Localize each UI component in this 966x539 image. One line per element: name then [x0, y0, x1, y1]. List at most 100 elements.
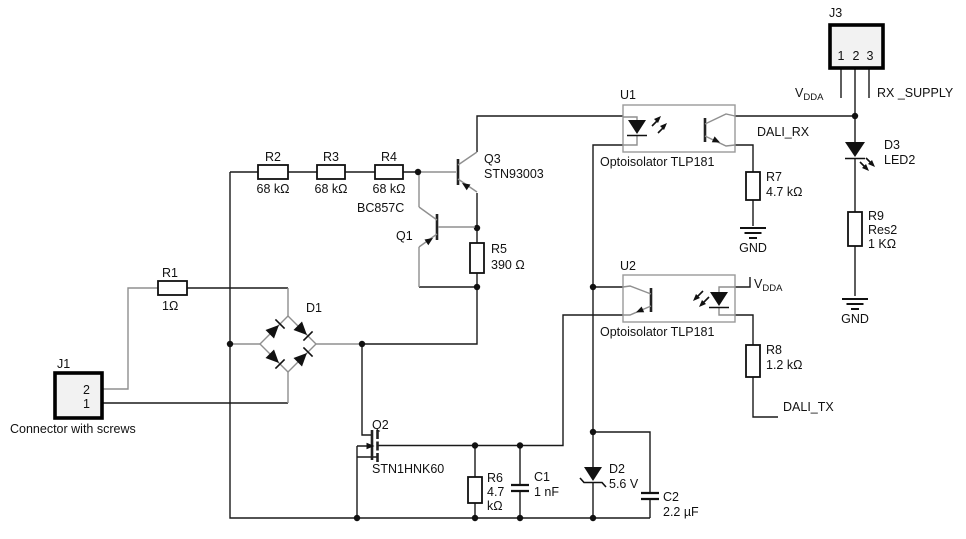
phototransistor-collector: [622, 285, 652, 295]
label-q3-ref: Q3: [484, 152, 501, 166]
transistor-q1: BC857C Q1: [357, 201, 475, 248]
label-r7-value: 4.7 kΩ: [766, 185, 802, 199]
label-q1-part: BC857C: [357, 201, 404, 215]
led-leads: [623, 116, 638, 146]
resistor-body: [157, 280, 188, 296]
label-d2-value: 5.6 V: [609, 477, 639, 491]
zener-cathode-bar: [579, 477, 607, 488]
wire: [593, 431, 651, 518]
label-rx-supply: RX _SUPPLY: [877, 86, 954, 100]
resistor-body: [745, 171, 761, 201]
vdda-sub: DDA: [762, 283, 783, 294]
wire: [735, 314, 778, 418]
label-u2-part: Optoisolator TLP181: [600, 325, 714, 339]
opto-body: [622, 274, 736, 323]
junction-dot: [471, 514, 479, 522]
optoisolator-u2: U2 Optoisolator TLP181: [600, 259, 736, 339]
net-labels: VDDA RX _SUPPLY DALI_RX VDDA DALI_TX: [754, 86, 954, 414]
collector-lead: [418, 206, 438, 221]
resistor-r6: R6 4.7 kΩ: [467, 471, 504, 513]
connector-body: [53, 371, 104, 420]
label-u1-part: Optoisolator TLP181: [600, 155, 714, 169]
emitter-arrow: [462, 183, 471, 191]
label-c2-value: 2.2 µF: [663, 505, 699, 519]
resistor-body: [745, 344, 761, 378]
label-r3-value: 68 kΩ: [315, 182, 348, 196]
gnd-bars: [740, 227, 766, 239]
connector-j3: J3 1 2 3: [828, 6, 885, 70]
vdda-main: V: [754, 277, 763, 291]
bridge-rectifier-d1: D1: [259, 301, 322, 373]
wire: [735, 144, 754, 226]
label-q3-part: STN93003: [484, 167, 544, 181]
label-r7-ref: R7: [766, 170, 782, 184]
label-r9-value: Res2: [868, 223, 897, 237]
label-vdda-top: VDDA: [795, 86, 824, 103]
label-q1-ref: Q1: [396, 229, 413, 243]
emitter-arrow: [636, 306, 645, 313]
label-d1-ref: D1: [306, 301, 322, 315]
vdda-sub: DDA: [803, 92, 824, 103]
mosfet-q2: Q2 STN1HNK60: [366, 418, 444, 476]
resistor-body: [257, 164, 289, 180]
label-r2-ref: R2: [265, 150, 281, 164]
gnd-symbol-right: GND: [841, 298, 869, 326]
bridge-diode: [265, 318, 286, 339]
label-r9-ref: R9: [868, 209, 884, 223]
label-j3-pin2: 2: [853, 49, 860, 63]
label-d2-ref: D2: [609, 462, 625, 476]
bridge-diode: [293, 346, 314, 367]
junction-dot: [358, 340, 366, 348]
opto-body: [622, 104, 736, 153]
led-emission-arrows: [859, 157, 875, 171]
resistor-r4: R4 68 kΩ: [373, 150, 406, 196]
wire: [735, 68, 856, 142]
label-r2-value: 68 kΩ: [257, 182, 290, 196]
label-u2-ref: U2: [620, 259, 636, 273]
label-r4-ref: R4: [381, 150, 397, 164]
label-c2-ref: C2: [663, 490, 679, 504]
gnd-bars: [842, 298, 868, 310]
label-d3-ref: D3: [884, 138, 900, 152]
junction-dot: [589, 428, 597, 436]
label-r3-ref: R3: [323, 150, 339, 164]
wire: [840, 68, 870, 98]
label-j3-pin3: 3: [867, 49, 874, 63]
connector-body: [828, 23, 885, 70]
phototransistor-emitter: [704, 135, 736, 147]
label-r8-value: 1.2 kΩ: [766, 358, 802, 372]
label-j1-caption: Connector with screws: [10, 422, 136, 436]
bridge-edges: [259, 315, 317, 373]
junction-dot: [226, 340, 234, 348]
led-leads: [718, 286, 735, 316]
label-j1-pin1: 1: [83, 397, 90, 411]
phototransistor-emitter: [623, 305, 652, 316]
zener-diode-d2: D2 5.6 V: [579, 462, 639, 491]
resistor-body: [374, 164, 404, 180]
label-j1-ref: J1: [57, 357, 70, 371]
phototransistor-collector: [704, 113, 736, 125]
label-r6-ref: R6: [487, 471, 503, 485]
wire: [476, 115, 623, 152]
label-r4-value: 68 kΩ: [373, 182, 406, 196]
label-r5-ref: R5: [491, 242, 507, 256]
transistor-q3: Q3 STN93003: [456, 151, 544, 193]
diode-triangle: [584, 467, 602, 481]
bridge-diode: [265, 349, 286, 370]
resistor-r7: R7 4.7 kΩ: [745, 170, 802, 201]
junction-dot: [473, 283, 481, 291]
junction-dot: [471, 442, 479, 449]
capacitor-c1: C1 1 nF: [511, 470, 559, 499]
led-emission-arrows: [651, 116, 667, 134]
label-q2-ref: Q2: [372, 418, 389, 432]
label-j1-pin2: 2: [83, 383, 90, 397]
capacitor-c2: C2 2.2 µF: [641, 490, 699, 519]
resistor-r1: R1 1Ω: [157, 266, 188, 313]
vdda-main: V: [795, 86, 804, 100]
junction-dot: [414, 168, 422, 176]
resistor-r2: R2 68 kΩ: [257, 150, 290, 196]
wire: [361, 344, 371, 436]
label-j3-ref: J3: [829, 6, 842, 20]
label-r1-value: 1Ω: [162, 299, 178, 313]
